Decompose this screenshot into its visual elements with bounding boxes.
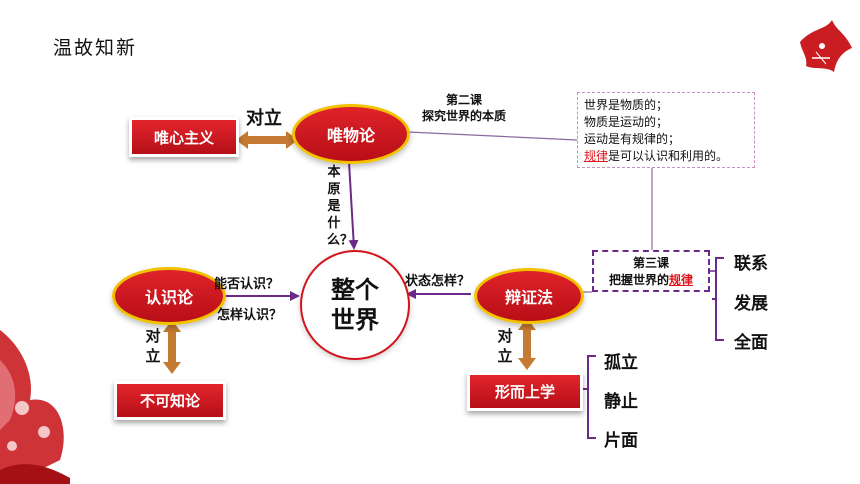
label-origin-question: 本原是什么？	[327, 165, 354, 248]
node-metaphysics: 形而上学	[467, 372, 583, 411]
node-epistemology: 认识论	[112, 267, 226, 325]
lesson3-topic-prefix: 把握世界的	[608, 273, 669, 287]
node-whole-world-label: 整个世界	[331, 276, 379, 334]
papercut-bird-decoration	[800, 20, 852, 72]
lesson2-caption: 第二课 探究世界的本质	[422, 92, 506, 124]
label-how-know: 怎样认识？	[217, 308, 283, 323]
summary-note: 世界是物质的； 物质是运动的； 运动是有规律的； 规律是可以认识和利用的。	[577, 92, 755, 168]
note-line-3: 运动是有规律的；	[584, 132, 681, 146]
node-dialectics: 辩证法	[474, 268, 584, 324]
note-line-4: 规律是可以认识和利用的。	[584, 148, 748, 165]
metaphysics-trait-isolated: 孤立	[604, 353, 638, 373]
node-agnosticism: 不可知论	[114, 381, 226, 420]
lesson2-number: 第二课	[446, 93, 483, 107]
label-can-know: 能否认识？	[214, 277, 280, 292]
label-opposite-right: 对立	[497, 327, 513, 365]
label-opposite-left: 对立	[145, 327, 161, 365]
node-materialism: 唯物论	[292, 104, 410, 164]
metaphysics-trait-static: 静止	[604, 392, 638, 412]
note-highlight-law: 规律	[584, 149, 609, 163]
opposite-arrow-top	[236, 131, 298, 149]
dialectics-trait-comprehensive: 全面	[734, 333, 768, 353]
opposite-arrow-right	[518, 318, 536, 370]
metaphysics-trait-one-sided: 片面	[604, 431, 638, 451]
dialectics-trait-development: 发展	[734, 294, 768, 314]
dialectics-traits-bracket	[712, 257, 724, 341]
lesson2-topic: 探究世界的本质	[422, 109, 507, 123]
lesson3-highlight-law: 规律	[669, 273, 694, 287]
opposite-arrow-left	[163, 320, 181, 374]
lesson3-caption: 第三课 把握世界的规律	[592, 250, 710, 292]
note-line-2: 物质是运动的；	[584, 115, 669, 129]
lesson3-topic: 把握世界的规律	[594, 272, 708, 289]
label-opposite-top: 对立	[246, 108, 282, 129]
node-idealism: 唯心主义	[129, 117, 239, 157]
dialectics-trait-connection: 联系	[734, 254, 768, 274]
label-state: 状态怎样？	[405, 274, 471, 289]
note-line-1: 世界是物质的；	[584, 98, 669, 112]
node-whole-world: 整个世界	[300, 250, 410, 360]
note-line-4-rest: 是可以认识和利用的。	[608, 149, 729, 163]
page-title: 温故知新	[53, 37, 138, 59]
lesson3-number: 第三课	[632, 256, 669, 270]
plum-blossom-decoration	[0, 330, 70, 484]
edge-origin	[348, 161, 359, 250]
edge-lesson2	[407, 131, 578, 141]
